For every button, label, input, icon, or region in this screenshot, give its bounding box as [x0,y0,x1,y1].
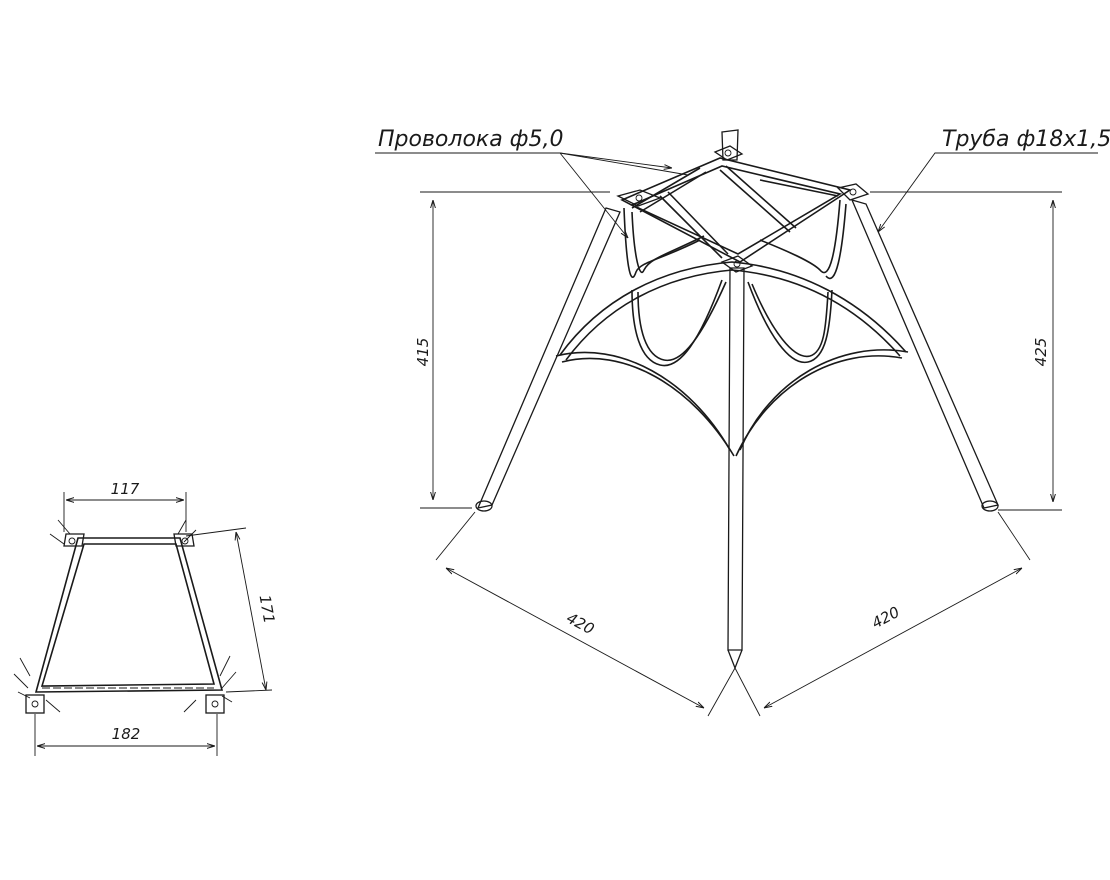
wire-detail-view: 117 171 182 [13,480,279,756]
wire-arcs [555,261,909,457]
detail-top-dimension: 117 [63,480,187,532]
tube-label: Труба ф18х1,5 [942,127,1110,152]
detail-bottom-dimension: 182 [34,714,218,756]
mounting-plates [616,145,870,273]
wire-leader: Проволока ф5,0 [375,127,689,238]
wire-loops [623,199,847,367]
wire-label: Проволока ф5,0 [378,127,563,152]
detail-plates [25,533,225,714]
right-spread-dimension: 420 [734,511,1031,717]
top-wire-frame [620,157,852,263]
detail-bottom-value: 182 [112,725,141,743]
wire-braces [631,165,839,259]
detail-side-dimension: 171 [185,527,279,693]
right-spread-value: 420 [869,603,903,632]
tube-leader: Труба ф18х1,5 [878,127,1110,232]
chair-base-assembly: Проволока ф5,0 Труба ф18х1,5 415 425 420 [375,127,1110,717]
left-height-dimension: 415 [414,191,610,509]
left-height-value: 415 [414,338,432,367]
tube-legs [475,129,999,670]
detail-ticks [13,519,237,713]
right-height-dimension: 425 [870,191,1062,511]
left-spread-dimension: 420 [435,511,736,717]
detail-top-value: 117 [111,480,140,498]
right-height-value: 425 [1032,338,1050,367]
detail-side-value: 171 [256,593,279,624]
left-spread-value: 420 [563,609,597,638]
